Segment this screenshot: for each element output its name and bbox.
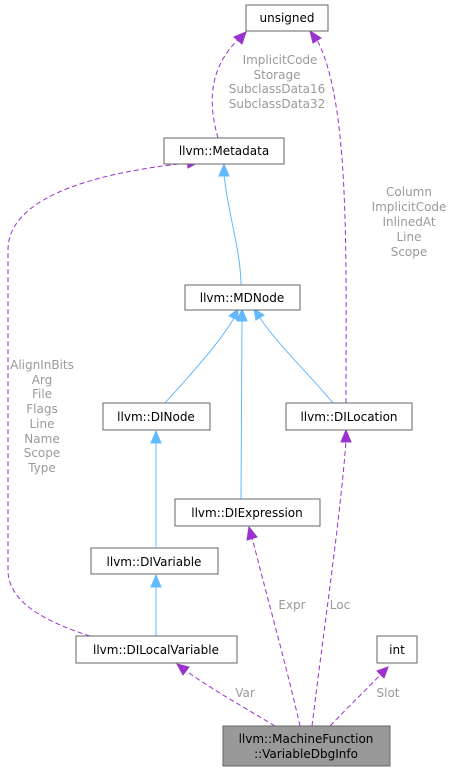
node-dilocalvariable[interactable]: llvm::DILocalVariable [75, 635, 238, 664]
label-dilocalvariable-metadata-0: AlignInBits [10, 358, 74, 372]
node-main-label-line1: llvm::MachineFunction [239, 732, 374, 746]
node-dilocalvariable-label: llvm::DILocalVariable [93, 643, 219, 657]
arrowhead-unsigned-from-dilocation [309, 29, 322, 44]
label-metadata-unsigned-0: ImplicitCode [243, 53, 318, 67]
node-metadata[interactable]: llvm::Metadata [163, 137, 285, 165]
arrowhead-divariable-from-dilocalvariable [150, 573, 162, 588]
edge-dinode-to-mdnode [164, 317, 235, 404]
label-dilocation-unsigned-4: Scope [391, 245, 428, 259]
arrowhead-mdnode-from-diexpression [236, 307, 248, 322]
edge-dilocation-to-unsigned [315, 37, 347, 404]
arrowhead-dilocalvariable-from-main [176, 663, 190, 676]
arrowhead-mdnode-from-dilocation [253, 308, 265, 321]
edge-labels: ImplicitCode Storage SubclassData16 Subc… [10, 53, 446, 700]
arrowhead-unsigned-from-metadata [233, 31, 247, 45]
node-mdnode[interactable]: llvm::MDNode [184, 284, 301, 311]
node-main-label-line2: ::VariableDbgInfo [254, 747, 358, 761]
node-dilocation[interactable]: llvm::DILocation [285, 402, 413, 431]
label-dilocation-unsigned-1: ImplicitCode [372, 200, 447, 214]
node-int[interactable]: int [376, 635, 418, 664]
label-metadata-unsigned-1: Storage [254, 68, 301, 82]
label-dilocalvariable-metadata-1: Arg [32, 373, 53, 387]
label-loc: Loc [330, 598, 350, 612]
node-int-label: int [389, 643, 405, 657]
node-machinefunction-variabledbginfo[interactable]: llvm::MachineFunction ::VariableDbgInfo [222, 725, 391, 767]
label-dilocalvariable-metadata-6: Scope [24, 446, 61, 460]
label-dilocation-unsigned-2: InlinedAt [382, 215, 435, 229]
edge-diexpression-to-mdnode [240, 319, 243, 500]
edge-main-to-dilocalvariable [184, 669, 276, 727]
node-divariable-label: llvm::DIVariable [107, 555, 202, 569]
arrowhead-dilocation-from-main [340, 428, 352, 443]
node-mdnode-label: llvm::MDNode [200, 291, 284, 305]
node-diexpression[interactable]: llvm::DIExpression [174, 498, 321, 527]
label-dilocalvariable-metadata-5: Name [24, 432, 59, 446]
node-dilocation-label: llvm::DILocation [300, 410, 397, 424]
label-dilocalvariable-metadata-2: File [32, 387, 52, 401]
node-metadata-label: llvm::Metadata [179, 144, 269, 158]
node-unsigned[interactable]: unsigned [245, 4, 329, 32]
label-dilocalvariable-metadata-4: Line [29, 417, 54, 431]
arrowhead-diexpression-from-main [246, 525, 258, 541]
edge-metadata-to-unsigned [211, 37, 241, 139]
node-divariable[interactable]: llvm::DIVariable [90, 547, 219, 575]
label-expr: Expr [278, 598, 305, 612]
label-metadata-unsigned-2: SubclassData16 [229, 82, 326, 96]
label-dilocation-unsigned-0: Column [386, 185, 432, 199]
edge-dilocalvariable-to-metadata [7, 162, 189, 637]
inheritance-edges [150, 162, 334, 636]
usage-edges [7, 29, 389, 727]
label-dilocalvariable-metadata-3: Flags [26, 402, 57, 416]
edge-dilocation-to-mdnode [259, 317, 334, 404]
edge-main-to-dilocation [311, 440, 347, 727]
edge-mdnode-to-metadata [223, 173, 242, 287]
node-dinode-label: llvm::DINode [117, 410, 195, 424]
arrowhead-dinode-from-divariable [150, 429, 162, 444]
edge-main-to-diexpression [251, 536, 301, 727]
node-unsigned-label: unsigned [259, 11, 314, 25]
label-var: Var [235, 686, 255, 700]
arrowhead-int-from-main [376, 666, 389, 679]
node-diexpression-label: llvm::DIExpression [191, 506, 302, 520]
node-dinode[interactable]: llvm::DINode [102, 402, 211, 431]
label-metadata-unsigned-3: SubclassData32 [229, 97, 326, 111]
arrowhead-mdnode-from-dinode [228, 307, 239, 321]
arrowhead-metadata-from-mdnode [218, 162, 230, 177]
label-dilocalvariable-metadata-7: Type [27, 461, 56, 475]
edge-main-to-int [329, 674, 381, 727]
label-dilocation-unsigned-3: Line [396, 230, 421, 244]
label-slot: Slot [377, 686, 400, 700]
